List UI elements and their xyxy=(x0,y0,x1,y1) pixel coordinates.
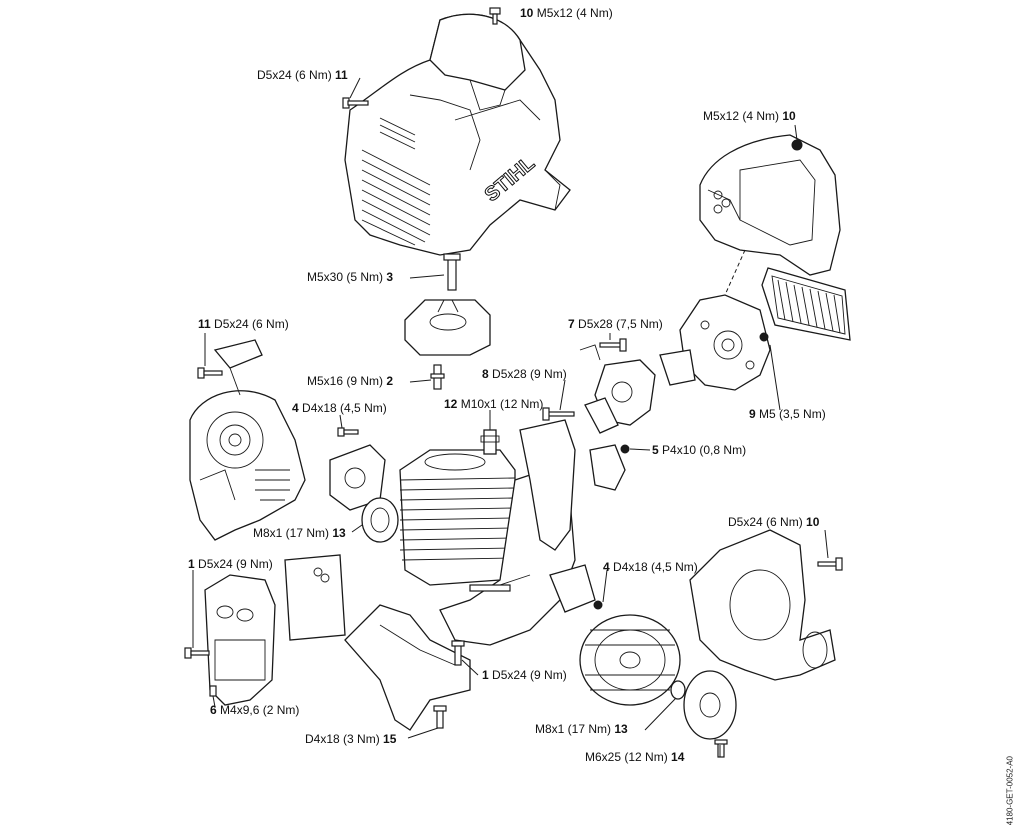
callout-8: 8 D5x28 (9 Nm) xyxy=(482,367,567,381)
nut-13-upper xyxy=(361,497,399,543)
callout-10-right: M5x12 (4 Nm) 10 xyxy=(703,109,796,123)
callout-11-top: D5x24 (6 Nm) 11 xyxy=(257,68,348,82)
clutch-housing xyxy=(689,529,836,681)
screw-1-left xyxy=(184,647,210,659)
callout-5: 5 P4x10 (0,8 Nm) xyxy=(652,443,747,457)
callout-6: 6 M4x9,6 (2 Nm) xyxy=(210,703,300,717)
callout-1-center: 1 D5x24 (9 Nm) xyxy=(482,668,567,682)
callout-11-left: 11 D5x24 (6 Nm) xyxy=(198,317,289,331)
screw-5 xyxy=(620,444,630,454)
callout-10-lower: D5x24 (6 Nm) 10 xyxy=(728,515,820,529)
screw-8 xyxy=(542,407,575,421)
screw-4-left xyxy=(337,427,359,437)
screw-6 xyxy=(209,685,217,697)
screw-11-left xyxy=(197,367,223,379)
nut-13-lower xyxy=(670,680,686,700)
ignition-module xyxy=(589,444,626,491)
callout-12: 12 M10x1 (12 Nm) xyxy=(444,397,544,411)
screw-10-top xyxy=(489,7,501,25)
screw-9 xyxy=(759,332,769,342)
cylinder-cover xyxy=(404,299,491,356)
ignition-coil xyxy=(549,564,596,613)
screw-3 xyxy=(443,253,461,291)
engine-hood: STIHL xyxy=(344,13,571,256)
starter-housing xyxy=(189,390,306,541)
leader-lines xyxy=(192,77,829,757)
callout-7: 7 D5x28 (7,5 Nm) xyxy=(568,317,663,331)
intake-flange xyxy=(519,419,576,551)
clutch xyxy=(683,670,737,740)
screw-1-center xyxy=(451,640,465,666)
callout-1-left: 1 D5x24 (9 Nm) xyxy=(188,557,273,571)
callout-10-top: 10 M5x12 (4 Nm) xyxy=(520,6,613,20)
screw-10-lower xyxy=(817,557,843,571)
air-filter xyxy=(761,267,851,341)
stud-2 xyxy=(430,364,445,390)
screw-10-right xyxy=(791,139,803,151)
callout-4-left: 4 D4x18 (4,5 Nm) xyxy=(292,401,387,415)
gasket xyxy=(584,349,696,434)
screw-14 xyxy=(714,739,728,758)
filter-cover xyxy=(699,134,841,276)
screw-11-top xyxy=(342,97,369,109)
exploded-parts-diagram: STIHL xyxy=(184,7,851,758)
muffler-plate xyxy=(284,554,346,641)
callout-13-upper: M8x1 (17 Nm) 13 xyxy=(253,526,346,540)
callout-14: M6x25 (12 Nm) 14 xyxy=(585,750,685,764)
callout-3: M5x30 (5 Nm) 3 xyxy=(307,270,394,284)
spark-plug xyxy=(480,429,500,455)
carburetor-housing xyxy=(679,294,771,391)
callout-9: 9 M5 (3,5 Nm) xyxy=(749,407,826,421)
flywheel xyxy=(579,614,681,706)
screw-15 xyxy=(433,705,447,729)
screw-7 xyxy=(599,338,627,352)
document-id: 4180-GET-0052-A0 xyxy=(1005,756,1014,825)
callout-13-lower: M8x1 (17 Nm) 13 xyxy=(535,722,628,736)
bottom-shield xyxy=(344,604,471,731)
cylinder xyxy=(399,449,516,586)
callout-2: M5x16 (9 Nm) 2 xyxy=(307,374,394,388)
starter-grip xyxy=(213,339,263,396)
screw-4-right xyxy=(593,600,603,610)
callout-4-right: 4 D4x18 (4,5 Nm) xyxy=(603,560,698,574)
callout-15: D4x18 (3 Nm) 15 xyxy=(305,732,397,746)
